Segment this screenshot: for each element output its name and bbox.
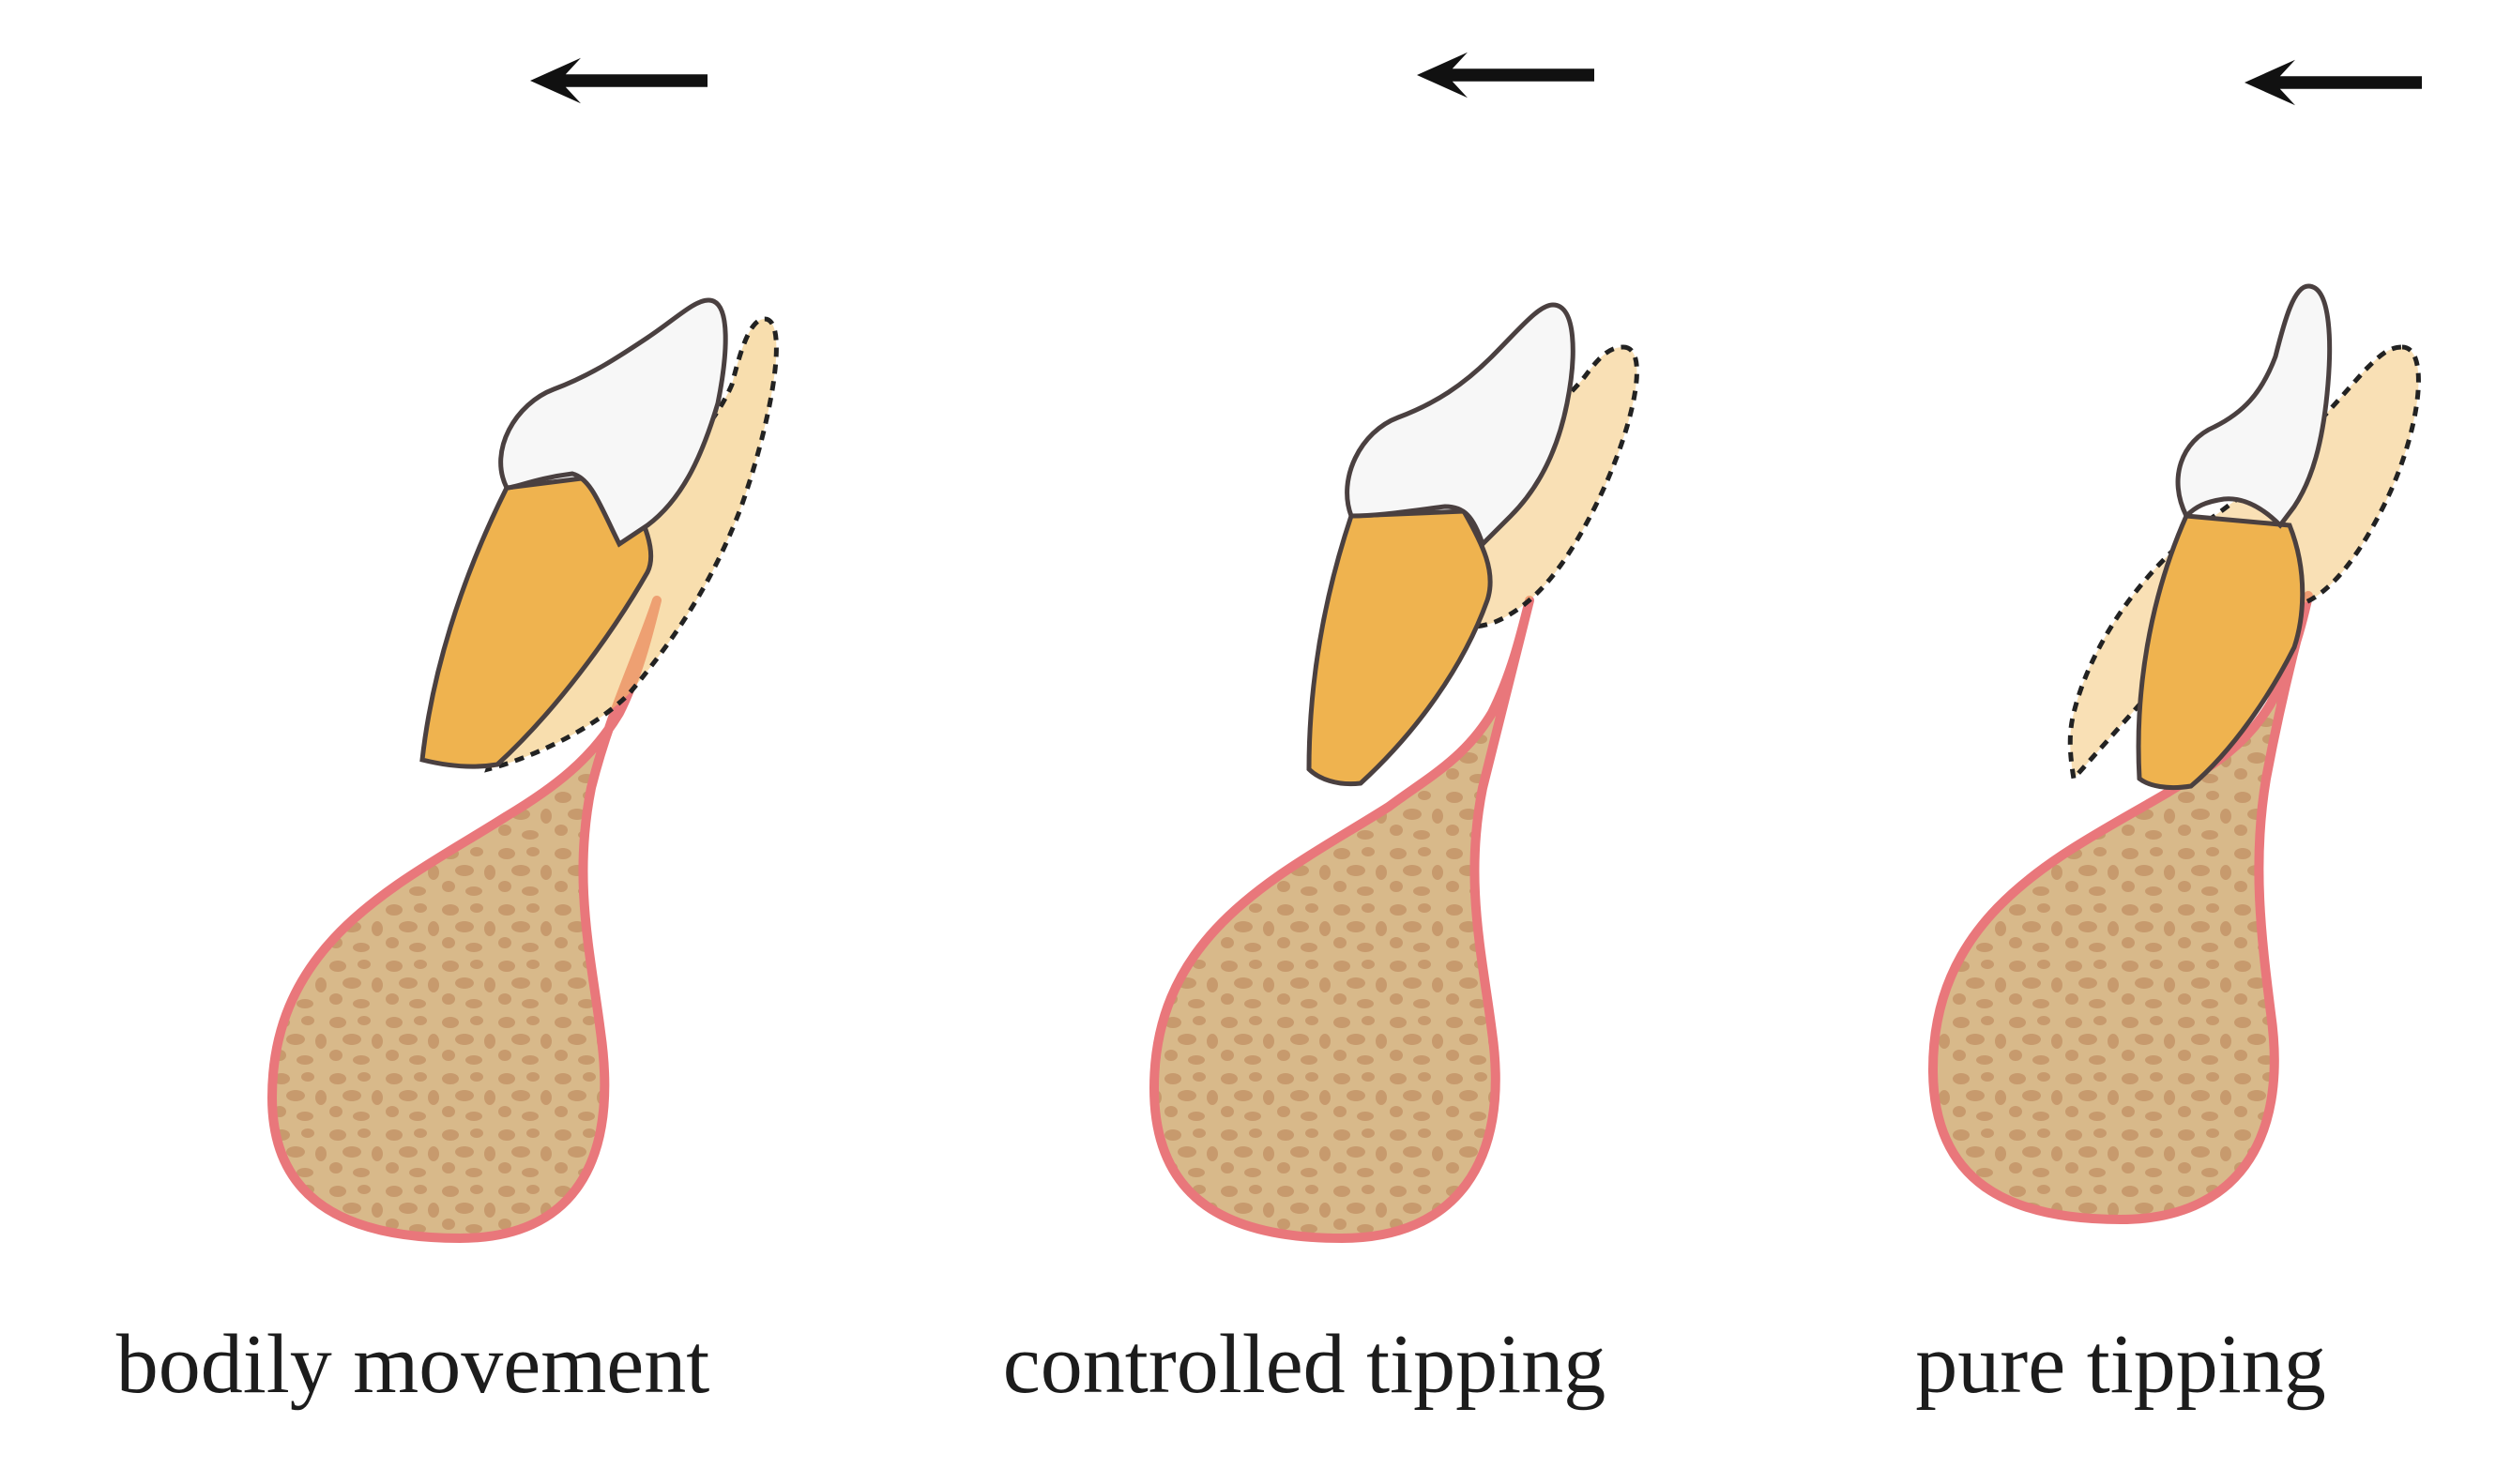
root — [419, 471, 654, 769]
panel-bodily-movement — [267, 297, 779, 1243]
alveolar-bone — [1149, 596, 1534, 1243]
root — [2136, 513, 2306, 791]
crown — [498, 297, 728, 548]
root — [1306, 508, 1493, 787]
label-bodily-movement: bodily movement — [115, 1318, 710, 1411]
force-arrow-3 — [2245, 59, 2422, 106]
alveolar-bone — [267, 596, 662, 1243]
label-pure-tipping: pure tipping — [1915, 1318, 2326, 1411]
crown — [2175, 283, 2333, 529]
panel-pure-tipping — [1928, 283, 2421, 1224]
crown — [1345, 302, 1575, 549]
panel-controlled-tipping — [1149, 302, 1639, 1243]
force-arrow-2 — [1417, 52, 1594, 98]
force-arrow-1 — [530, 57, 708, 104]
label-controlled-tipping: controlled tipping — [1002, 1318, 1606, 1411]
